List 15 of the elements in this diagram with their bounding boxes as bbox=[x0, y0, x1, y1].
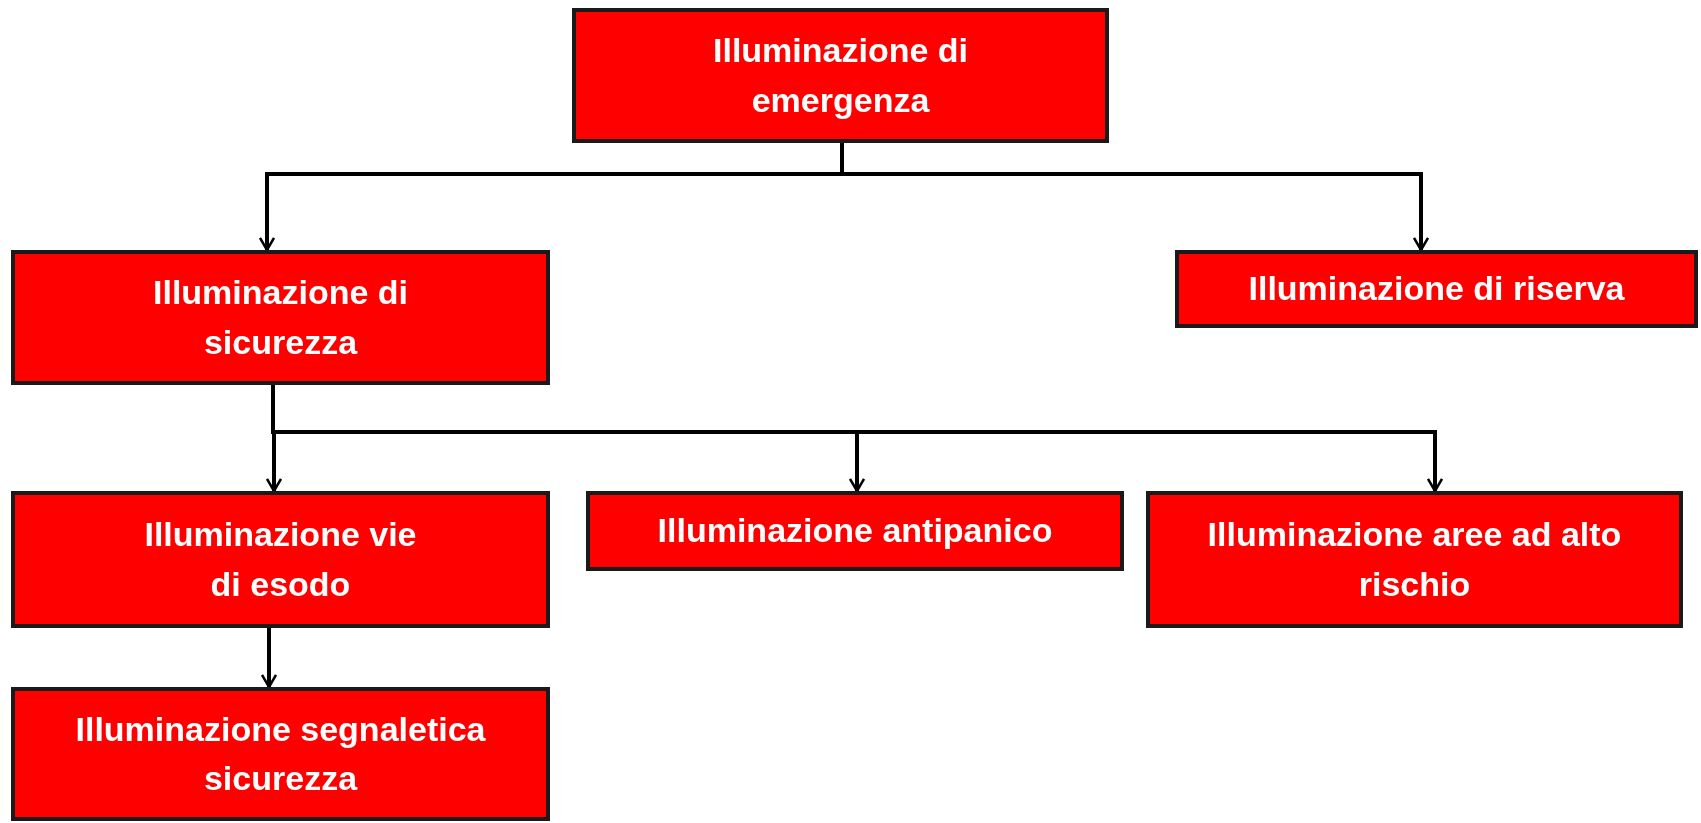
arrow bbox=[260, 628, 278, 689]
box-label: Illuminazione segnaletica sicurezza bbox=[74, 708, 487, 799]
process-box bbox=[1146, 491, 1683, 628]
box-label: Illuminazione di sicurezza bbox=[152, 272, 409, 363]
box-label: Illuminazione di riserva bbox=[1248, 268, 1625, 310]
process-box bbox=[11, 687, 550, 821]
process-box bbox=[572, 8, 1109, 143]
box-label: Illuminazione di emergenza bbox=[712, 30, 969, 121]
process-box bbox=[11, 250, 550, 385]
box-label: Illuminazione antipanico bbox=[657, 510, 1053, 552]
box-label: Illuminazione aree ad alto rischio bbox=[1206, 514, 1623, 605]
process-box bbox=[11, 491, 550, 628]
box-label: Illuminazione vie di esodo bbox=[143, 514, 418, 605]
process-box bbox=[1175, 250, 1698, 328]
process-box bbox=[586, 491, 1124, 571]
